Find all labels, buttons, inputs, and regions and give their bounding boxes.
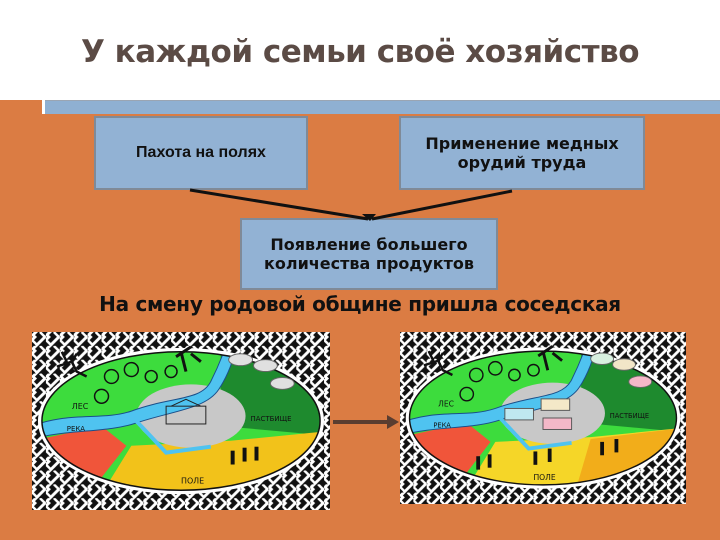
label-pasture: ПАСТБИЩЕ xyxy=(251,415,292,423)
clan-community-illustration: ЛЕС РЕКА ПАСТБИЩЕ ПОЛЕ xyxy=(32,332,330,510)
farmers-icon xyxy=(230,446,259,465)
label-pasture: ПАСТБИЩЕ xyxy=(610,412,649,420)
box-plowing: Пахота на полях xyxy=(94,116,308,190)
palm-icon xyxy=(537,345,563,371)
box-copper-tools-label: Применение медных орудий труда xyxy=(425,133,619,172)
deer-icon xyxy=(423,350,453,377)
decorative-blue-band xyxy=(45,100,720,114)
label-river: РЕКА xyxy=(433,422,451,430)
farmers-icon xyxy=(476,439,619,470)
trees-icon xyxy=(93,361,178,404)
decorative-divider xyxy=(42,100,45,114)
palm-icon xyxy=(175,345,202,372)
trees-icon xyxy=(459,360,540,402)
family-houses-icon xyxy=(504,398,573,430)
box-more-products: Появление большего количества продуктов xyxy=(240,218,498,290)
label-field: ПОЛЕ xyxy=(181,476,204,485)
title-area xyxy=(0,0,720,100)
bison-icon xyxy=(228,353,295,390)
slide-subtitle: На смену родовой общине пришла соседская xyxy=(99,292,621,316)
deer-icon xyxy=(56,351,88,378)
label-forest: ЛЕС xyxy=(72,402,89,411)
neighbor-community-illustration: ЛЕС РЕКА ПАСТБИЩЕ ПОЛЕ xyxy=(400,332,686,504)
box-plowing-label: Пахота на полях xyxy=(136,144,266,162)
label-river: РЕКА xyxy=(67,425,86,433)
livestock-icon xyxy=(590,352,653,388)
box-more-products-label: Появление большего количества продуктов xyxy=(264,234,474,273)
village-houses-icon xyxy=(165,398,207,425)
box-copper-tools: Применение медных орудий труда xyxy=(399,116,645,190)
decorative-notch xyxy=(0,100,42,114)
label-forest: ЛЕС xyxy=(438,400,454,409)
label-field: ПОЛЕ xyxy=(533,473,555,482)
slide-title: У каждой семьи своё хозяйство xyxy=(80,34,640,70)
